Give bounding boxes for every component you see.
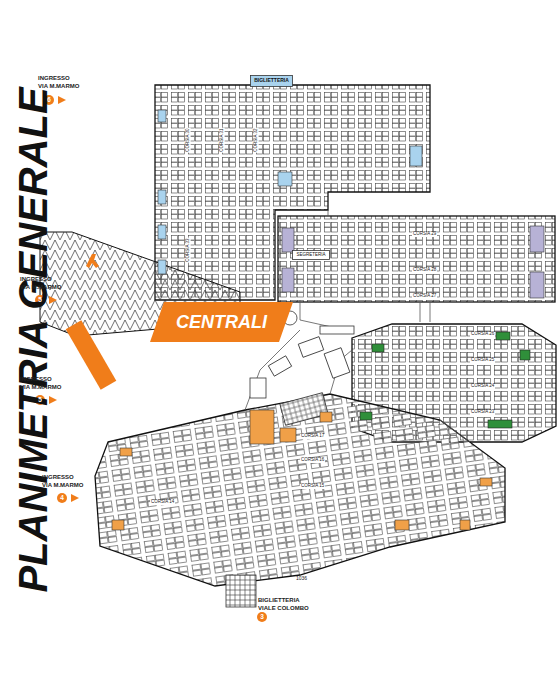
box-text: SEGRETERIA <box>296 253 325 258</box>
aisle-label: CORSIA 15 <box>300 484 325 489</box>
callout-number: 6 <box>47 97 51 104</box>
map-label: 1036 <box>296 576 307 581</box>
map-label: VIALE COLOMBO <box>258 605 309 611</box>
aisle-label: CORSIA 32 <box>254 127 259 152</box>
office-box: SEGRETERIA <box>292 250 330 260</box>
aisle-label: CORSIA 29 <box>412 232 437 237</box>
callout-number: 4 <box>60 495 64 502</box>
map-label: VIA M.MARMO <box>38 83 79 89</box>
aisle-label: CORSIA 24 <box>470 384 495 389</box>
aisle-label: CORSIA 30 <box>186 127 191 152</box>
map-label: INGRESSO <box>20 376 52 382</box>
box-text: BIGLIETTERIA <box>254 78 289 83</box>
box-text: CENTRALI <box>176 313 267 332</box>
aisle-label: CORSIA 23 <box>470 410 495 415</box>
aisle-label: CORSIA 16 <box>300 458 325 463</box>
map-label: BIGLIETTERIA <box>258 597 300 603</box>
aisle-label: CORSIA 25 <box>470 358 495 363</box>
aisle-label: CORSIA 14 <box>150 500 175 505</box>
aisle-label: CORSIA 33 <box>186 237 191 262</box>
map-label: INGRESSO <box>38 75 70 81</box>
hall-b <box>278 216 555 302</box>
callout-number: 5 <box>38 397 42 404</box>
centrali-building: CENTRALI <box>150 302 293 342</box>
map-label: INGRESSO <box>42 474 74 480</box>
map-label: VIA M.MARMO <box>20 384 61 390</box>
map-label: INGRESSO <box>20 276 52 282</box>
aisle-label: CORSIA 27 <box>412 294 437 299</box>
callout-number: 3 <box>260 614 264 621</box>
map-label: VIA M.MARMO <box>20 284 61 290</box>
map-label: VIA M.MARMO <box>42 482 83 488</box>
aisle-label: CORSIA 26 <box>470 332 495 337</box>
map-title: PLANIMETRIA GENERALE <box>11 87 56 592</box>
callout-number: 5 <box>38 297 42 304</box>
aisle-label: CORSIA 31 <box>220 127 225 152</box>
aisle-label: CORSIA 17 <box>300 434 325 439</box>
hall-d <box>95 394 505 586</box>
aisle-label: CORSIA 28 <box>412 268 437 273</box>
ticket-office-box: BIGLIETTERIA <box>250 75 293 87</box>
